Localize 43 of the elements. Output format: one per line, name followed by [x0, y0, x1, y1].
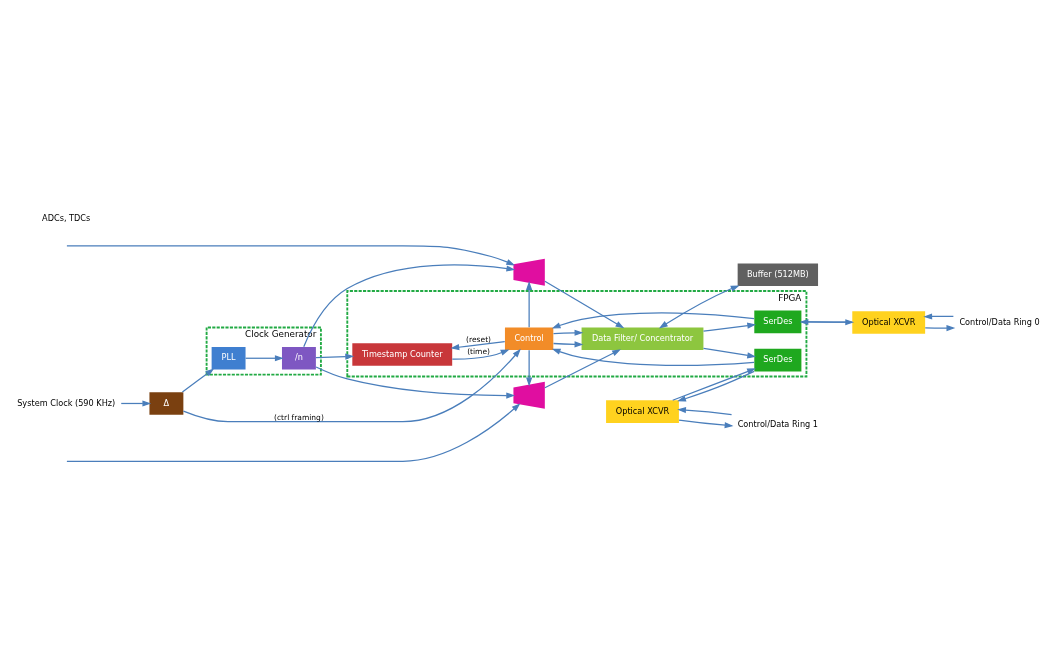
node-text: Control/Data Ring 0	[959, 316, 1040, 327]
arrow	[658, 285, 740, 329]
node-box: Buffer (512MB)	[737, 263, 819, 286]
arrow	[702, 322, 757, 332]
arrow	[924, 325, 956, 332]
arrow	[451, 349, 510, 360]
arrow	[66, 245, 516, 266]
node-trapezoid	[513, 258, 545, 286]
arrow	[552, 329, 584, 336]
arrow	[450, 340, 506, 351]
arrow	[66, 403, 521, 462]
node-box: /n	[281, 346, 316, 370]
arrow	[677, 407, 733, 416]
arrow	[923, 313, 954, 320]
node-box: Δ	[149, 392, 184, 415]
arrow	[120, 400, 152, 407]
label: ADCs, TDCs	[42, 212, 91, 223]
node-box: Control	[504, 327, 554, 351]
arrow	[244, 355, 284, 362]
arrow	[552, 341, 584, 348]
arrow	[544, 280, 625, 329]
node-box: PLL	[211, 346, 246, 370]
arrow	[526, 349, 533, 387]
node-trapezoid	[513, 381, 545, 409]
node-box: SerDes	[754, 348, 802, 372]
arrow	[181, 368, 215, 393]
arrow	[182, 348, 521, 423]
arrow	[551, 348, 755, 366]
arrow	[551, 312, 755, 329]
node-box: Optical XCVR	[606, 400, 679, 423]
arrow	[315, 353, 355, 360]
node-box: SerDes	[754, 310, 802, 334]
arrow	[544, 349, 621, 389]
node-text: Control/Data Ring 1	[737, 418, 819, 429]
node-text: System Clock (590 KHz)	[17, 397, 116, 408]
node-box: Data Filter/ Concentrator	[581, 327, 704, 351]
arrow	[702, 347, 757, 359]
arrow	[526, 281, 533, 328]
arrow	[678, 419, 734, 429]
node-box: Timestamp Counter	[352, 343, 453, 366]
arrow	[315, 366, 516, 399]
arrow	[303, 259, 516, 348]
node-box: Optical XCVR	[852, 311, 926, 334]
